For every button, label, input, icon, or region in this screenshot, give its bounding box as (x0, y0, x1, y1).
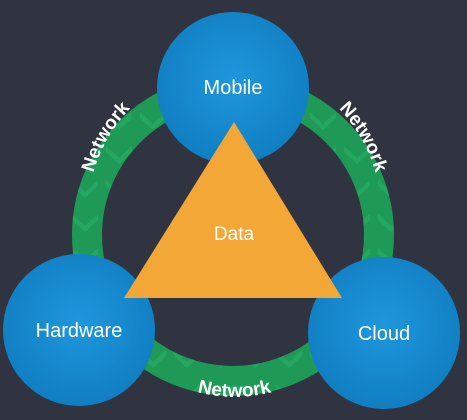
node-cloud-label: Cloud (358, 323, 410, 345)
node-hardware-circle (3, 254, 155, 406)
data-label: Data (214, 224, 255, 245)
node-mobile-label: Mobile (204, 77, 263, 99)
node-cloud-circle (308, 257, 460, 409)
node-hardware: Hardware (3, 254, 155, 406)
node-hardware-label: Hardware (36, 320, 123, 342)
node-mobile-circle (157, 12, 309, 164)
data-triangle-shape (124, 122, 342, 298)
data-triangle: Data (124, 122, 342, 298)
node-cloud: Cloud (308, 257, 460, 409)
node-mobile: Mobile (157, 12, 309, 164)
